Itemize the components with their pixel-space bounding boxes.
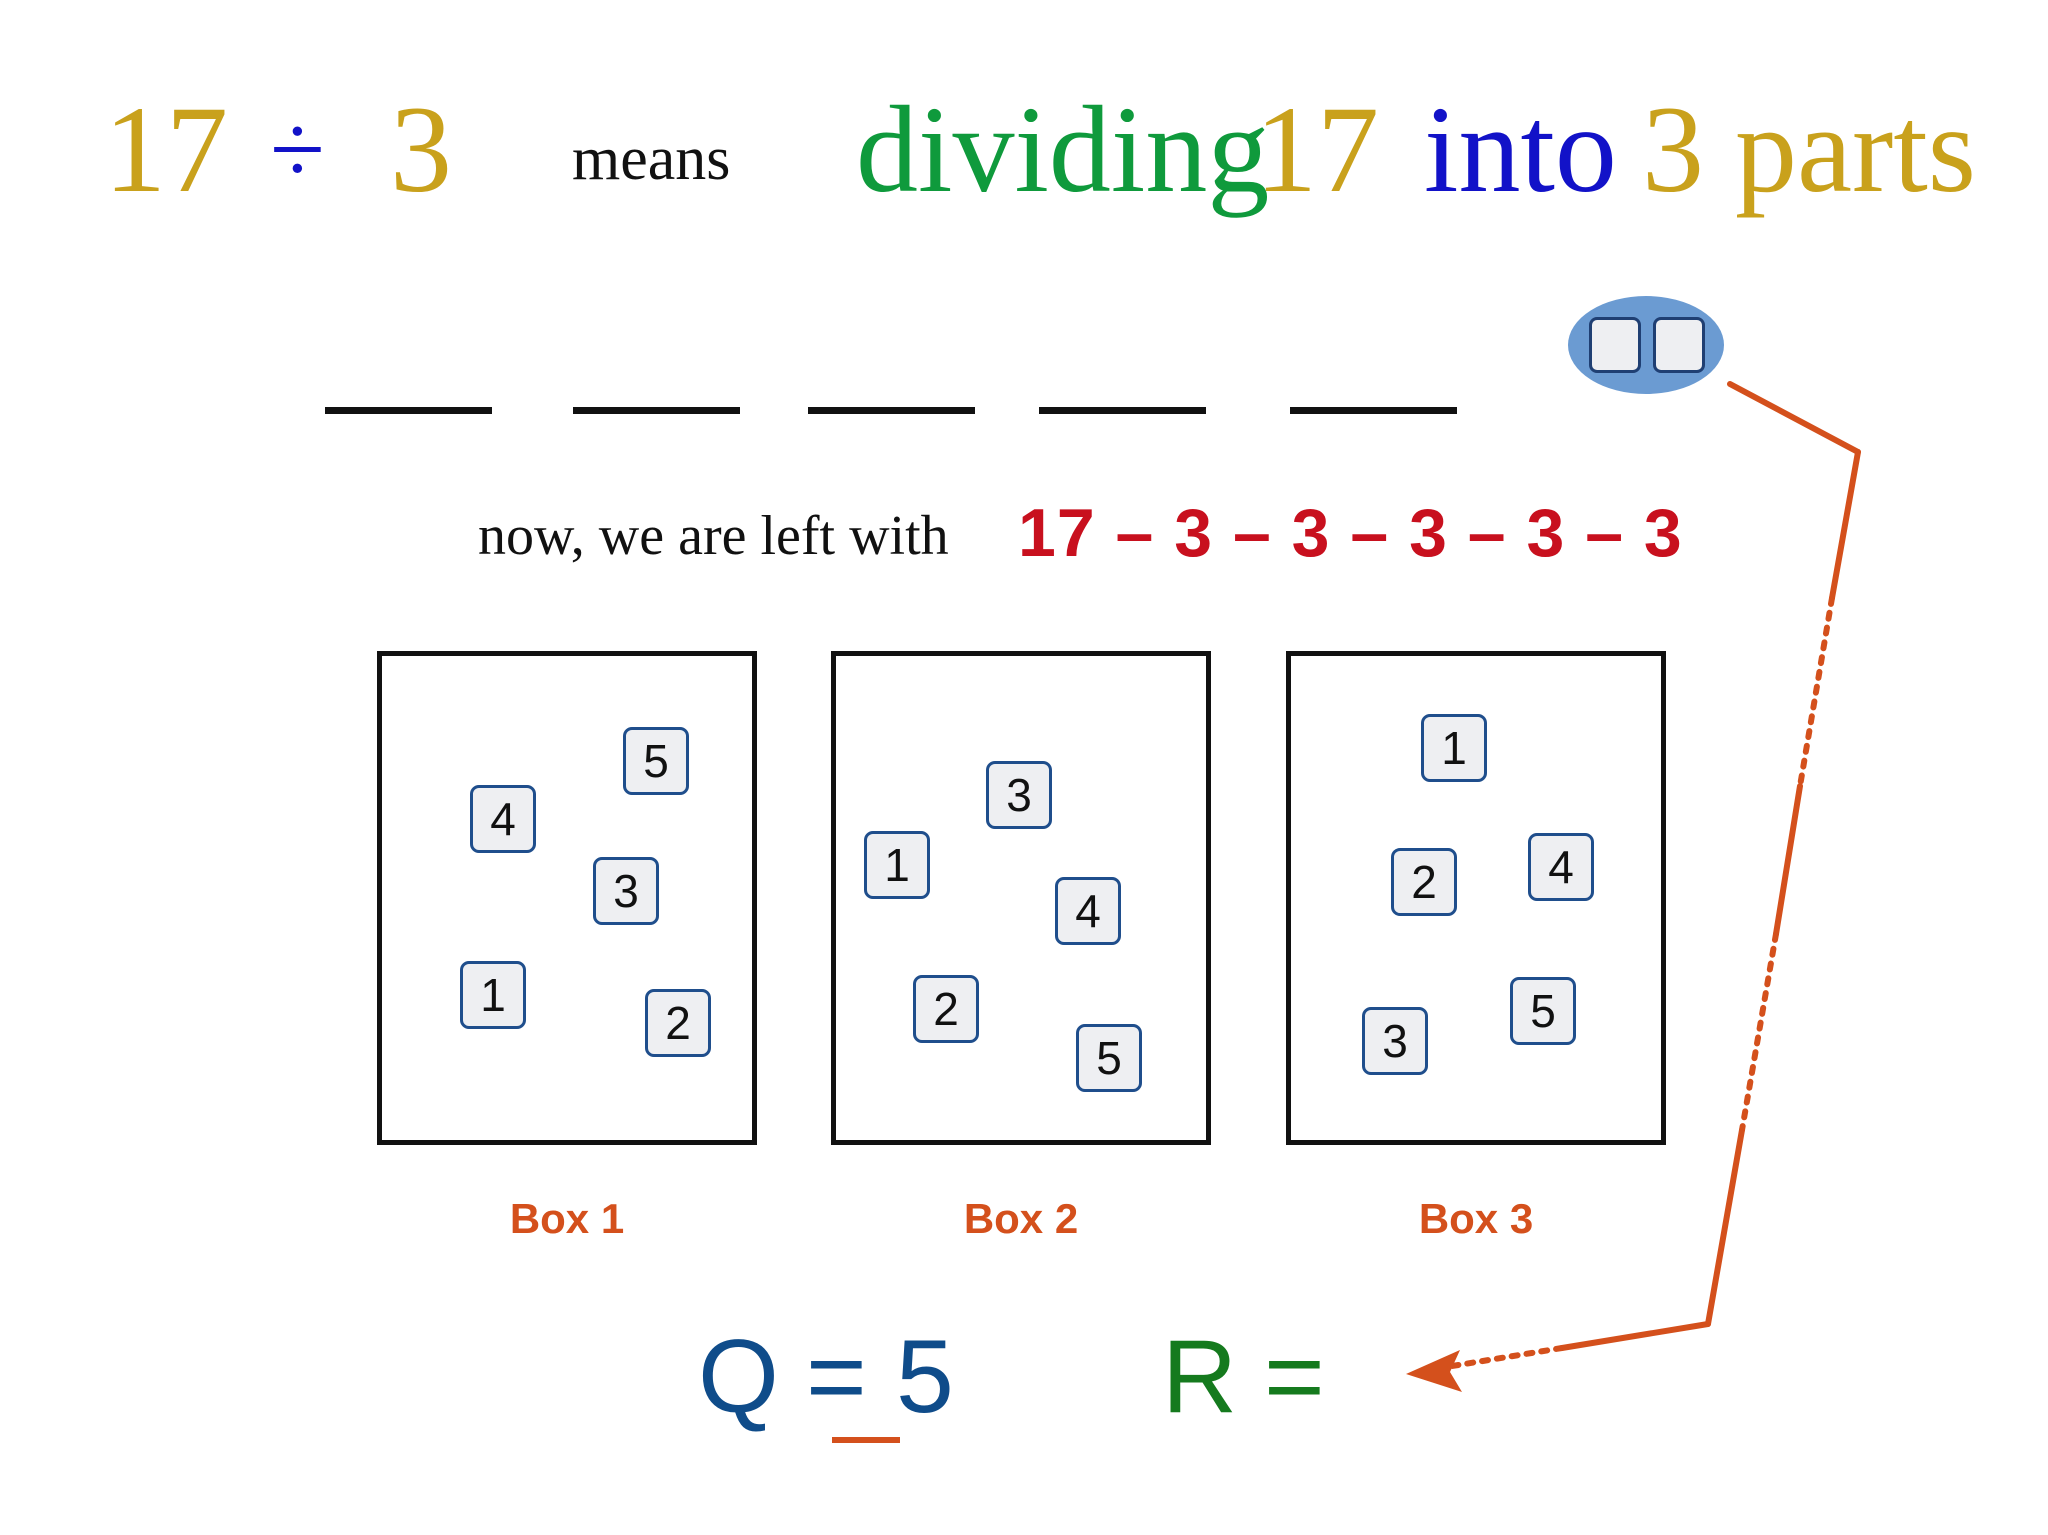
quotient-label: Q: [698, 1319, 779, 1435]
box-2-label: Box 2: [963, 1195, 1079, 1242]
tile: 2: [913, 975, 979, 1043]
box-1-label: Box 1: [509, 1195, 625, 1242]
quotient-value: 5: [896, 1319, 954, 1435]
box-3-label: Box 3: [1418, 1195, 1534, 1242]
tile: 4: [1055, 877, 1121, 945]
tile: 4: [1528, 833, 1594, 901]
dividend-number-repeat: 17: [1255, 81, 1379, 218]
remainder-tile-1: [1589, 317, 1641, 373]
box-3: 1 2 4 3 5: [1286, 651, 1666, 1145]
remainder-tile-2: [1653, 317, 1705, 373]
into-word: into: [1424, 81, 1617, 218]
tile: 5: [1076, 1024, 1142, 1092]
dividing-word: dividing: [856, 81, 1270, 218]
quotient-equals: =: [806, 1319, 867, 1435]
divisor-number: 3: [390, 81, 452, 218]
tile: 1: [460, 961, 526, 1029]
tile: 3: [1362, 1007, 1428, 1075]
tile: 2: [1391, 848, 1457, 916]
remainder-pill: [1568, 296, 1724, 394]
parts-phrase: 3 parts: [1642, 81, 1977, 218]
tile: 5: [1510, 977, 1576, 1045]
blank-line-4: [1039, 407, 1206, 414]
left-with-text: now, we are left with: [478, 505, 949, 567]
division-sign: ÷: [270, 94, 325, 205]
blank-line-2: [573, 407, 740, 414]
means-word: means: [572, 125, 731, 193]
blank-line-5: [1290, 407, 1457, 414]
tile: 3: [593, 857, 659, 925]
box-2: 3 1 4 2 5: [831, 651, 1211, 1145]
tile: 1: [1421, 714, 1487, 782]
box-1: 5 4 3 1 2: [377, 651, 757, 1145]
remainder-equals: =: [1264, 1319, 1325, 1435]
blank-line-1: [325, 407, 492, 414]
tile: 5: [623, 727, 689, 795]
tile: 1: [864, 831, 930, 899]
remainder-label: R: [1162, 1319, 1238, 1435]
quotient-underline: [832, 1437, 900, 1443]
subtraction-expression: 17 – 3 – 3 – 3 – 3 – 3: [1018, 495, 1683, 571]
tile: 4: [470, 785, 536, 853]
tile: 2: [645, 989, 711, 1057]
tile: 3: [986, 761, 1052, 829]
dividend-number: 17: [104, 81, 228, 218]
blank-line-3: [808, 407, 975, 414]
